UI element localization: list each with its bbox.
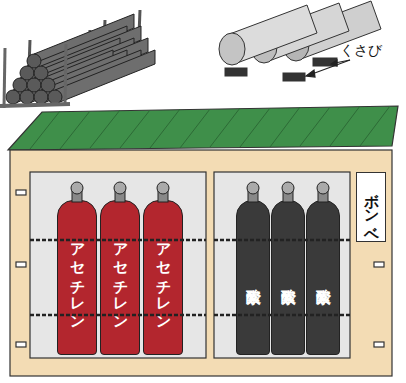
chains [30,240,350,315]
storage-shed [8,106,398,376]
gas-cylinder: 酸素 [236,200,270,355]
sign-board: ボンベ [356,172,386,242]
wedge-leader [306,60,350,77]
pipe-bundle [0,10,155,108]
gas-cylinder: アセチレン [57,200,97,355]
cylinder-label: アセチレン [111,233,130,323]
cylinder-label: 酸素 [279,277,298,279]
large-pipes [219,1,381,81]
callout-label: くさび [340,42,382,60]
gas-cylinder: 酸素 [306,200,340,355]
cylinder-label: 酸素 [244,277,263,279]
cylinder-label: アセチレン [154,233,173,323]
cylinder-label: アセチレン [68,233,87,323]
valves [71,182,329,202]
gas-cylinder: アセチレン [100,200,140,355]
sign-label: ボンベ [362,182,381,233]
gas-cylinder: 酸素 [271,200,305,355]
gas-cylinder: アセチレン [143,200,183,355]
cylinder-label: 酸素 [314,277,333,279]
